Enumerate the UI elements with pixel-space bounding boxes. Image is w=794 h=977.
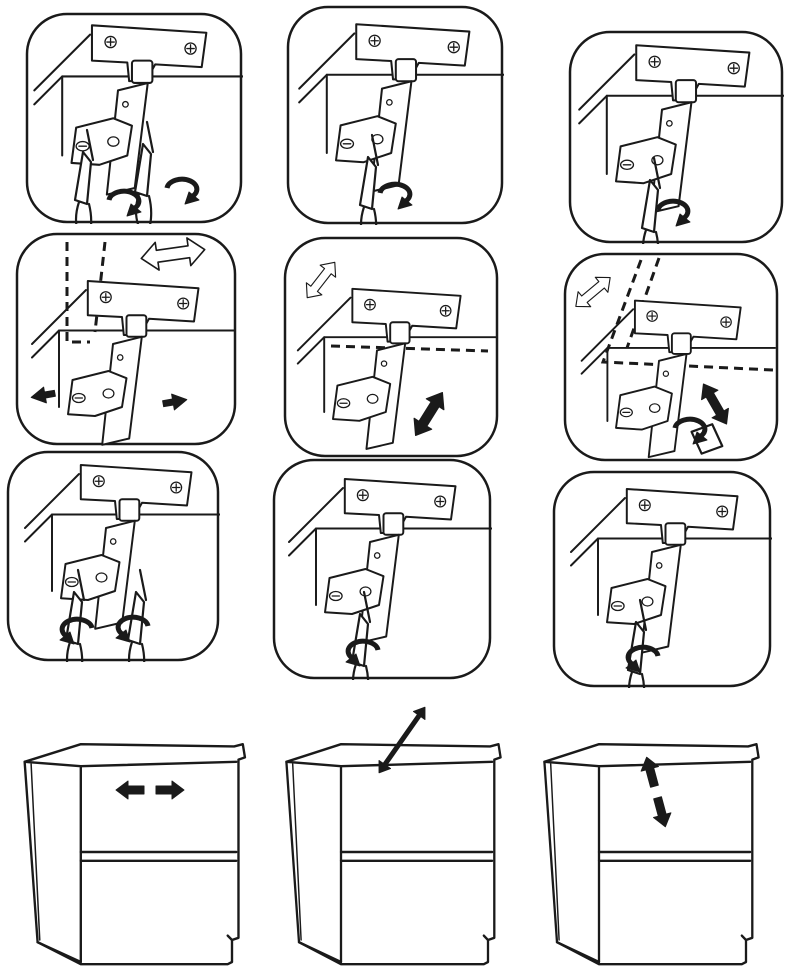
cabinet-height — [532, 738, 772, 970]
panel-depth-step-2 — [283, 236, 499, 458]
double-arrow-icon — [373, 703, 430, 777]
panel-lateral-step-2 — [15, 232, 237, 446]
cabinet-icon — [286, 744, 500, 964]
cabinet-depth — [272, 700, 512, 972]
cabinet-icon — [25, 744, 245, 964]
panel-lateral-step-1 — [25, 12, 243, 224]
double-arrow-icon — [638, 755, 674, 829]
double-arrow-icon — [116, 781, 184, 799]
cabinet-lateral — [12, 738, 252, 970]
panel-depth-step-3 — [272, 458, 492, 680]
panel-height-step-3 — [552, 470, 772, 688]
panel-lateral-step-3 — [6, 450, 220, 662]
panel-height-step-1 — [568, 30, 784, 244]
panel-depth-step-1 — [286, 5, 504, 225]
panel-height-step-2 — [563, 252, 779, 462]
